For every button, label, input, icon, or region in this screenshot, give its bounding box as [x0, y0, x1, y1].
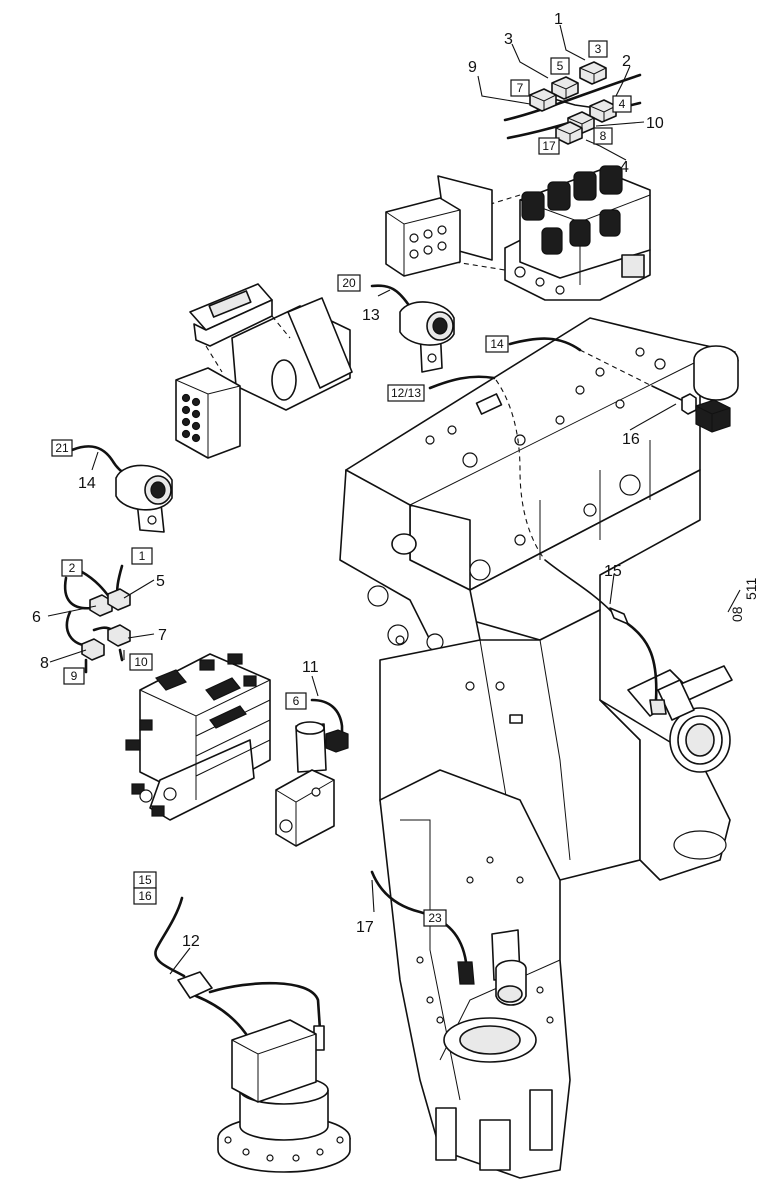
leader-lines — [47, 24, 741, 975]
plug-7 — [529, 88, 557, 112]
svg-text:10: 10 — [134, 655, 148, 669]
connector-cluster-top — [503, 61, 642, 145]
box-5: 5 — [550, 57, 570, 75]
callout-7: 7 — [158, 627, 167, 644]
box-8: 8 — [593, 127, 613, 145]
callout-2: 2 — [622, 53, 631, 70]
box-21: 21 — [51, 439, 73, 457]
callout-14: 14 — [78, 475, 96, 492]
box-23: 23 — [423, 909, 447, 927]
svg-text:6: 6 — [293, 694, 300, 708]
callout-6: 6 — [32, 609, 41, 626]
rotation-sensor-13 — [370, 284, 455, 373]
callout-1: 1 — [554, 11, 563, 28]
svg-text:16: 16 — [138, 889, 152, 903]
box-10: 10 — [129, 653, 153, 671]
sensor-16 — [651, 385, 731, 433]
figure-code-top: 08 — [729, 606, 745, 622]
callout-3: 3 — [504, 31, 513, 48]
box-15: 15 — [133, 871, 157, 889]
main-frame — [339, 317, 739, 1179]
callout-13: 13 — [362, 307, 380, 324]
junction-box — [385, 175, 493, 277]
svg-text:2: 2 — [69, 561, 76, 575]
wire-14-dashed — [579, 349, 661, 391]
box-9: 9 — [63, 667, 85, 685]
svg-text:14: 14 — [490, 337, 504, 351]
box-20: 20 — [337, 274, 361, 292]
rotation-sensor-14 — [70, 445, 173, 533]
box-7: 7 — [510, 79, 530, 97]
solenoid-valve-11 — [275, 698, 349, 847]
box-14: 14 — [485, 335, 509, 353]
svg-text:7: 7 — [517, 81, 524, 95]
harness-15 — [495, 379, 667, 715]
svg-text:23: 23 — [428, 911, 442, 925]
callout-5: 5 — [156, 573, 165, 590]
plug-3 — [579, 61, 607, 85]
box-3: 3 — [588, 40, 608, 58]
boxed-labels: 3 5 7 4 8 17 20 14 12/13 21 1 2 9 10 6 1… — [51, 40, 632, 927]
box-16: 16 — [133, 887, 157, 905]
callout-17: 17 — [356, 919, 374, 936]
callout-10: 10 — [646, 115, 664, 132]
svg-text:1: 1 — [139, 549, 146, 563]
control-module — [175, 283, 353, 459]
wiring-harness-left — [63, 564, 131, 674]
svg-text:17: 17 — [542, 139, 556, 153]
callout-4: 4 — [620, 159, 629, 176]
callout-12: 12 — [182, 933, 200, 950]
wire-14 — [508, 337, 582, 352]
callout-9: 9 — [468, 59, 477, 76]
box-4: 4 — [612, 95, 632, 113]
callout-15: 15 — [604, 563, 622, 580]
svg-text:21: 21 — [55, 441, 69, 455]
svg-text:15: 15 — [138, 873, 152, 887]
svg-text:12/13: 12/13 — [391, 386, 421, 400]
figure-code-bottom: 511 — [743, 577, 759, 600]
wire-12-13 — [428, 375, 496, 390]
callout-11: 11 — [302, 659, 319, 676]
callout-16: 16 — [622, 431, 640, 448]
main-control-valve — [125, 653, 271, 821]
box-2: 2 — [61, 559, 83, 577]
svg-text:20: 20 — [342, 276, 356, 290]
svg-text:9: 9 — [71, 669, 78, 683]
callout-numbers: 1 2 3 9 10 4 13 16 14 5 6 7 8 15 11 12 1… — [32, 11, 664, 950]
box-6: 6 — [285, 692, 307, 710]
box-12-13: 12/13 — [387, 384, 425, 402]
svg-text:8: 8 — [600, 129, 607, 143]
svg-text:3: 3 — [595, 42, 602, 56]
box-1: 1 — [131, 547, 153, 565]
svg-text:5: 5 — [557, 59, 564, 73]
svg-text:4: 4 — [619, 97, 626, 111]
figure-code: 08 511 — [729, 577, 759, 622]
solenoid-valve-block — [454, 165, 651, 301]
callout-8: 8 — [40, 655, 49, 672]
box-17-top: 17 — [538, 137, 560, 155]
harness-17 — [370, 870, 527, 1006]
swing-motor-with-sensor — [154, 896, 351, 1173]
